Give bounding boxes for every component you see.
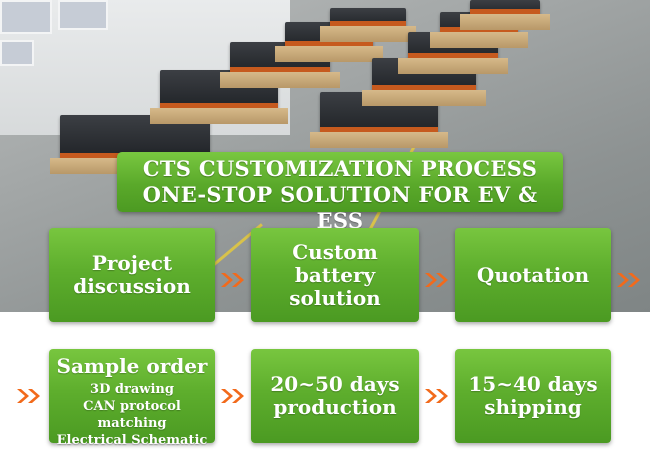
double-chevron-right-icon: [16, 387, 44, 405]
step-title: Project: [91, 251, 173, 275]
step-title: 20~50 days: [270, 372, 400, 396]
step-project-discussion: Project discussion: [49, 228, 215, 322]
double-chevron-right-icon: [220, 271, 248, 289]
wall-window: [58, 0, 108, 30]
step-title: 15~40 days: [468, 372, 598, 396]
double-chevron-right-icon: [424, 271, 452, 289]
step-title: production: [273, 395, 397, 419]
step-detail: CAN protocol matching: [83, 399, 181, 431]
step-title: discussion: [73, 274, 191, 298]
step-title: shipping: [484, 395, 582, 419]
step-detail: 3D drawing: [90, 382, 174, 397]
step-title: solution: [289, 285, 381, 310]
step-title: Custom battery: [292, 239, 378, 287]
step-custom-battery-solution: Custom battery solution: [251, 228, 419, 322]
step-quotation: Quotation: [455, 228, 611, 322]
step-shipping: 15~40 days shipping: [455, 349, 611, 443]
banner-title: CTS CUSTOMIZATION PROCESS: [142, 156, 538, 181]
step-title: Sample order: [56, 354, 208, 378]
battery-pack: [320, 8, 416, 42]
battery-pack: [362, 58, 486, 106]
step-detail: Electrical Schematic: [56, 433, 208, 448]
banner-subtitle: ONE-STOP SOLUTION FOR EV & ESS: [142, 182, 538, 233]
double-chevron-right-icon: [220, 387, 248, 405]
step-title: Quotation: [476, 262, 590, 287]
headline-banner: CTS CUSTOMIZATION PROCESS ONE-STOP SOLUT…: [117, 152, 563, 233]
wall-window: [0, 0, 52, 34]
step-production: 20~50 days production: [251, 349, 419, 443]
battery-pack: [460, 0, 550, 30]
wall-window: [0, 40, 34, 66]
double-chevron-right-icon: [616, 271, 644, 289]
double-chevron-right-icon: [424, 387, 452, 405]
step-sample-order: Sample order 3D drawing CAN protocol mat…: [49, 349, 215, 448]
